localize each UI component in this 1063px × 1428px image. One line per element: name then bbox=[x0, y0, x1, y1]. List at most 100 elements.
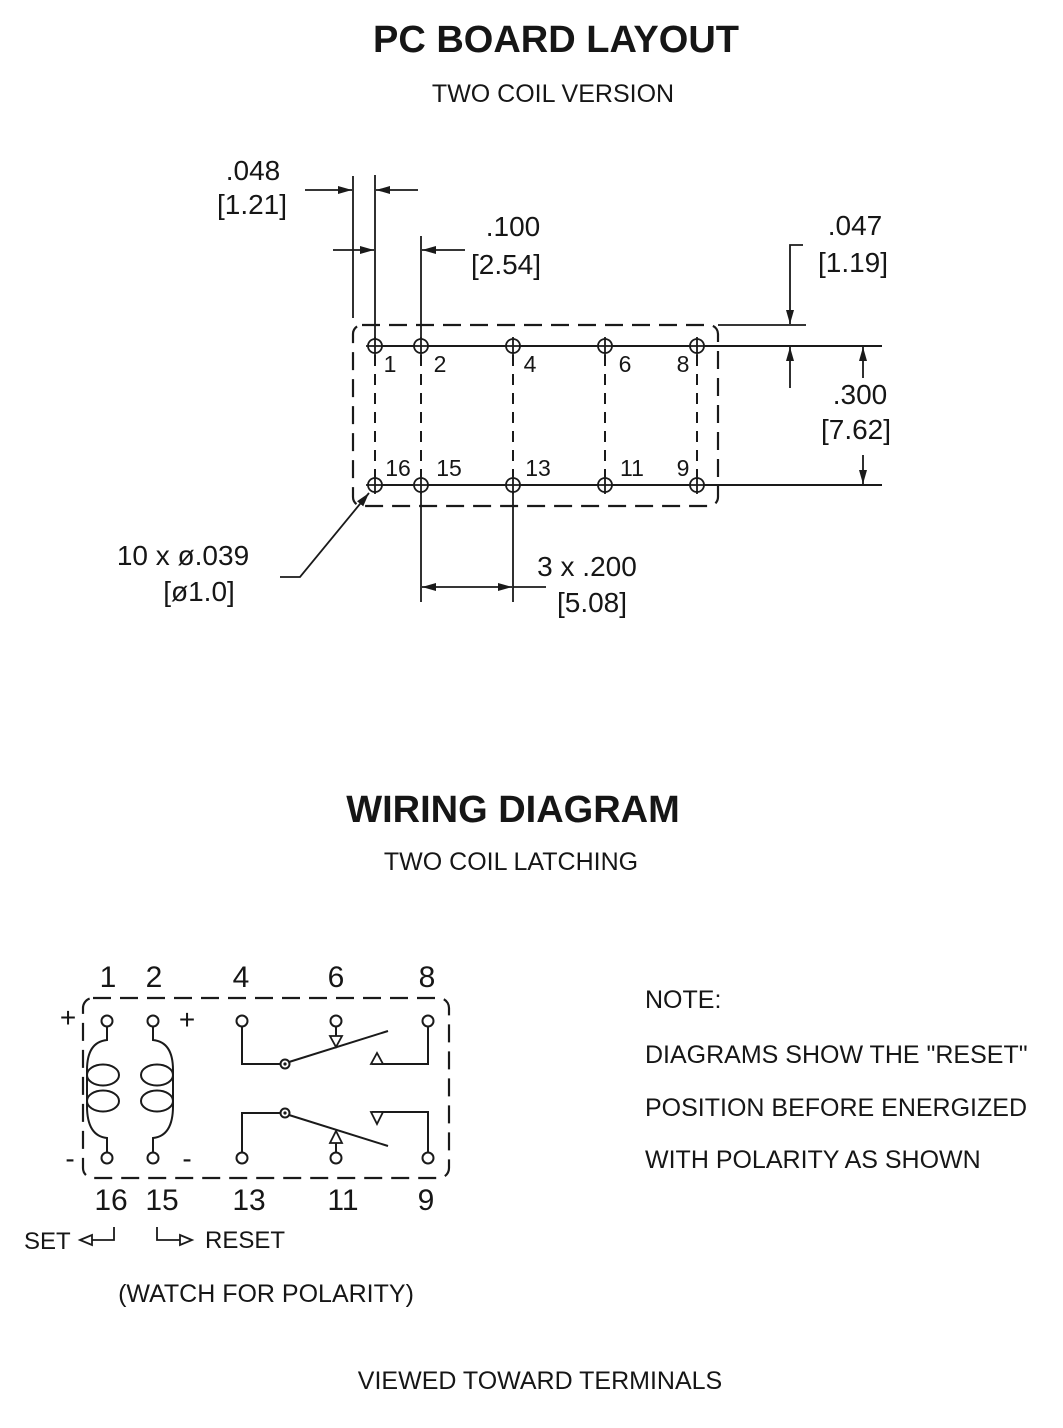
terminal-16 bbox=[100, 1151, 114, 1165]
dimension-value-inch: 10 x ø.039 bbox=[117, 540, 249, 571]
pin-label: 11 bbox=[620, 455, 644, 481]
reset-label: RESET bbox=[205, 1227, 285, 1254]
pin-label: 15 bbox=[436, 455, 462, 481]
pin-label: 1 bbox=[100, 961, 117, 994]
polarity-minus: - bbox=[182, 1143, 191, 1174]
hole-pin-1 bbox=[366, 337, 384, 355]
pin-label: 15 bbox=[145, 1184, 178, 1217]
dimension-048: .048 [1.21] bbox=[217, 155, 418, 220]
polarity-plus: + bbox=[60, 1002, 76, 1033]
wiring-pin-labels: 1 2 4 6 8 16 15 13 11 9 bbox=[94, 961, 435, 1217]
hole-pin-8 bbox=[688, 337, 706, 355]
relay-body-outline bbox=[81, 996, 451, 1180]
set-indicator: SET bbox=[24, 1227, 115, 1255]
set-label: SET bbox=[24, 1228, 71, 1255]
note-line: WITH POLARITY AS SHOWN bbox=[645, 1146, 981, 1174]
dimension-047: .047 [1.19] bbox=[786, 210, 888, 388]
hole-pin-4 bbox=[504, 337, 522, 355]
terminal-1 bbox=[100, 1014, 114, 1028]
dimension-value-mm: [5.08] bbox=[557, 587, 627, 618]
hole-pin-15 bbox=[412, 476, 430, 494]
polarity-plus: + bbox=[179, 1004, 195, 1035]
pivot bbox=[279, 1058, 291, 1070]
pin-label: 8 bbox=[419, 961, 436, 994]
switch-pole-bottom bbox=[241, 1107, 429, 1152]
column-centerlines bbox=[374, 355, 698, 477]
dimension-value-mm: [2.54] bbox=[471, 249, 541, 280]
contact-triangle bbox=[328, 1128, 344, 1144]
dimension-100: .100 [2.54] bbox=[333, 211, 541, 280]
terminal-8 bbox=[421, 1014, 435, 1028]
hole-pin-11 bbox=[596, 476, 614, 494]
terminal-2 bbox=[146, 1014, 160, 1028]
note-block: NOTE: DIAGRAMS SHOW THE "RESET" POSITION… bbox=[645, 986, 1028, 1174]
reset-coil bbox=[140, 1027, 174, 1152]
dimension-value-inch: .047 bbox=[828, 210, 883, 241]
polarity-minus: - bbox=[65, 1143, 74, 1174]
hole-pin-13 bbox=[504, 476, 522, 494]
pin-label: 13 bbox=[525, 455, 551, 481]
contact-triangle bbox=[328, 1035, 344, 1049]
terminal-8-lead bbox=[372, 1027, 429, 1065]
wiring-diagram-title: WIRING DIAGRAM bbox=[346, 789, 680, 831]
note-line: POSITION BEFORE ENERGIZED bbox=[645, 1094, 1027, 1122]
pin-label: 6 bbox=[328, 961, 345, 994]
polarity-signs: + + - - bbox=[60, 1002, 195, 1174]
pcb-layout-title: PC BOARD LAYOUT bbox=[373, 19, 739, 61]
terminals bbox=[100, 1014, 435, 1165]
hole-pin-16 bbox=[366, 476, 384, 494]
pcb-pin-labels: 1 2 4 6 8 16 15 13 11 9 bbox=[384, 351, 690, 481]
dimension-value-inch: .300 bbox=[833, 379, 888, 410]
dimension-value-mm: [1.19] bbox=[818, 247, 888, 278]
terminal-6 bbox=[329, 1014, 343, 1028]
footer-caption: VIEWED TOWARD TERMINALS bbox=[358, 1367, 722, 1395]
terminal-9-lead bbox=[372, 1111, 429, 1152]
terminal-13-lead bbox=[241, 1112, 281, 1152]
hole-pin-6 bbox=[596, 337, 614, 355]
set-arrow-icon bbox=[77, 1233, 93, 1247]
dimension-value-inch: .048 bbox=[226, 155, 281, 186]
set-coil bbox=[86, 1027, 120, 1152]
dimension-hole-diameter: 10 x ø.039 [ø1.0] bbox=[117, 492, 370, 607]
pin-label: 9 bbox=[677, 455, 690, 481]
dimension-value-inch: 3 x .200 bbox=[537, 551, 637, 582]
pin-label: 16 bbox=[385, 455, 411, 481]
terminal-9 bbox=[421, 1151, 435, 1165]
note-heading: NOTE: bbox=[645, 986, 721, 1014]
relay-body-outline bbox=[351, 323, 720, 508]
dimension-value-mm: [7.62] bbox=[821, 414, 891, 445]
wiring-diagram-section: WIRING DIAGRAM TWO COIL LATCHING 1 2 4 6… bbox=[24, 789, 680, 1308]
pin-label: 4 bbox=[233, 961, 250, 994]
pin-label: 13 bbox=[232, 1184, 265, 1217]
contact-triangle bbox=[369, 1051, 385, 1065]
note-line: DIAGRAMS SHOW THE "RESET" bbox=[645, 1041, 1028, 1069]
extension-lines bbox=[352, 175, 806, 602]
reset-indicator: RESET bbox=[156, 1227, 285, 1254]
terminal-13 bbox=[235, 1151, 249, 1165]
dimension-value-inch: .100 bbox=[486, 211, 541, 242]
pcb-layout-subtitle: TWO COIL VERSION bbox=[432, 80, 674, 108]
hole-pin-2 bbox=[412, 337, 430, 355]
pivot bbox=[279, 1107, 291, 1119]
dimension-200: 3 x .200 [5.08] bbox=[422, 551, 637, 618]
contact-triangle bbox=[369, 1111, 385, 1127]
pin-label: 2 bbox=[434, 351, 447, 377]
switch-pole-top bbox=[241, 1027, 429, 1070]
polarity-note: (WATCH FOR POLARITY) bbox=[118, 1280, 414, 1308]
pin-label: 11 bbox=[327, 1184, 358, 1217]
contact-arm bbox=[288, 1114, 389, 1147]
pin-label: 16 bbox=[94, 1184, 127, 1217]
dimension-value-mm: [ø1.0] bbox=[163, 576, 235, 607]
pin-label: 1 bbox=[384, 351, 397, 377]
wiring-diagram-subtitle: TWO COIL LATCHING bbox=[384, 848, 638, 876]
terminal-15 bbox=[146, 1151, 160, 1165]
pcb-holes bbox=[366, 337, 706, 494]
terminal-4 bbox=[235, 1014, 249, 1028]
dimension-300: .300 [7.62] bbox=[821, 347, 891, 484]
pin-label: 8 bbox=[677, 351, 690, 377]
pcb-layout-section: PC BOARD LAYOUT TWO COIL VERSION bbox=[117, 19, 891, 618]
contact-arm bbox=[288, 1030, 389, 1063]
reset-arrow-icon bbox=[179, 1233, 195, 1247]
pin-label: 6 bbox=[619, 351, 632, 377]
